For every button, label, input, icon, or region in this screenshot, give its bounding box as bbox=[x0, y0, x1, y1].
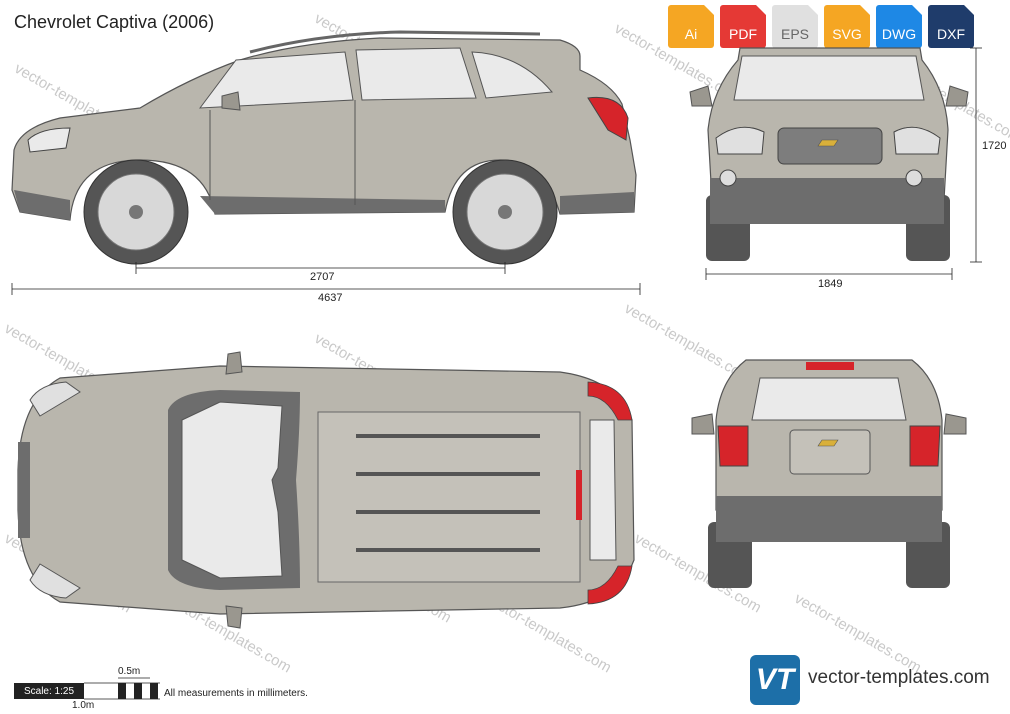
vt-logo[interactable]: VT bbox=[750, 655, 800, 705]
width-label: 1849 bbox=[818, 278, 843, 290]
format-label: PDF bbox=[729, 26, 757, 42]
scale-one-meter: 1.0m bbox=[72, 700, 95, 711]
format-svg-button[interactable]: SVG bbox=[824, 5, 870, 48]
side-view bbox=[11, 30, 637, 265]
page-title: Chevrolet Captiva (2006) bbox=[14, 12, 215, 32]
rear-view bbox=[691, 359, 967, 588]
height-label: 1720 bbox=[982, 140, 1007, 152]
format-ai-button[interactable]: Ai bbox=[668, 5, 714, 48]
format-label: DXF bbox=[937, 26, 965, 42]
format-pdf-button[interactable]: PDF bbox=[720, 5, 766, 48]
format-label: DWG bbox=[881, 26, 917, 42]
format-eps-button[interactable]: EPS bbox=[772, 5, 818, 48]
format-label: SVG bbox=[832, 26, 862, 42]
site-link[interactable]: vector-templates.com bbox=[808, 667, 990, 688]
wheelbase-label: 2707 bbox=[310, 271, 335, 283]
scale-label: Scale: 1:25 bbox=[14, 683, 84, 699]
format-label: Ai bbox=[684, 26, 698, 42]
top-view bbox=[17, 351, 635, 629]
length-label: 4637 bbox=[318, 292, 343, 304]
front-view bbox=[689, 47, 969, 261]
scale-bar bbox=[84, 677, 160, 700]
format-badges: Ai PDF EPS SVG DWG DXF bbox=[668, 5, 974, 48]
dimension-lines-side bbox=[11, 262, 641, 295]
format-dxf-button[interactable]: DXF bbox=[928, 5, 974, 48]
measurement-note: All measurements in millimeters. bbox=[164, 688, 308, 699]
format-dwg-button[interactable]: DWG bbox=[876, 5, 922, 48]
scale-half-meter: 0.5m bbox=[118, 666, 141, 677]
format-label: EPS bbox=[780, 26, 809, 42]
dimension-lines-front bbox=[705, 47, 982, 280]
